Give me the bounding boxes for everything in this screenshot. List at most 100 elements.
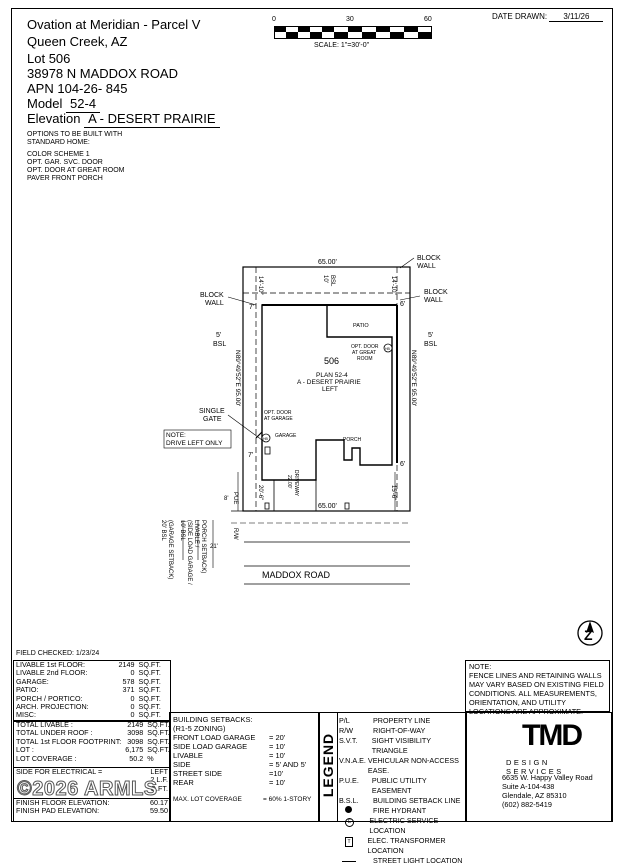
plan-lot: 506 bbox=[324, 356, 339, 366]
block-wall-left-2: WALL bbox=[205, 300, 224, 307]
rear-dim-right: 14'-10" bbox=[390, 276, 396, 295]
hb-label-2: HB bbox=[263, 437, 269, 441]
setback-10-2: (SIDE LOAD GARAGE / bbox=[186, 520, 192, 585]
lot-number: 506 bbox=[48, 51, 71, 66]
note-box-label: NOTE: bbox=[469, 662, 492, 671]
dim-7-top: 7' bbox=[249, 304, 254, 311]
svg-text:Z: Z bbox=[584, 627, 593, 643]
garage-label: GARAGE bbox=[275, 433, 297, 439]
dim-8: 8' bbox=[224, 496, 228, 502]
site-plan: Z 65.00' 65.00' 506 PLAN 52-4 A - DESERT… bbox=[160, 255, 603, 646]
max-coverage: MAX. LOT COVERAGE= 60% 1-STORY bbox=[173, 796, 312, 803]
bsl-right-dim: 5' bbox=[428, 332, 433, 339]
model-value: 52-4 bbox=[66, 96, 101, 113]
block-wall-right-1: BLOCK bbox=[417, 255, 441, 262]
legend-item: STREET LIGHT LOCATION bbox=[339, 856, 465, 866]
bsl-left-label: BSL bbox=[213, 341, 226, 348]
legend-item: FIRE HYDRANT bbox=[339, 806, 465, 816]
driveway-width: 22.00' bbox=[286, 475, 292, 489]
apn-value: 104-26- 845 bbox=[57, 81, 128, 96]
option-item: COLOR SCHEME 1 bbox=[27, 151, 90, 158]
opt-door-garage-2: AT GARAGE bbox=[264, 416, 293, 422]
apn-label: APN bbox=[27, 81, 54, 96]
setbacks-title: BUILDING SETBACKS: bbox=[173, 715, 253, 724]
option-item: PAVER FRONT PORCH bbox=[27, 175, 103, 182]
date-drawn-label: DATE DRAWN: bbox=[492, 12, 548, 21]
rear-bsl-label: BSL bbox=[329, 275, 335, 287]
house-footprint bbox=[261, 304, 393, 481]
company-box: TMD DESIGN SERVICES 6635 W. Happy Valley… bbox=[465, 712, 612, 822]
top-width: 65.00' bbox=[318, 259, 337, 266]
model-label: Model bbox=[27, 96, 63, 111]
block-wall-right2-2: WALL bbox=[424, 297, 443, 304]
date-drawn-value: 3/11/26 bbox=[549, 12, 604, 22]
plan-elevation: A - DESERT PRAIRIE bbox=[297, 379, 361, 386]
rear-dim-left: 14'-10" bbox=[257, 276, 263, 295]
setback-row: REAR= 10' bbox=[173, 778, 286, 787]
block-wall-left-1: BLOCK bbox=[200, 292, 224, 299]
plan-name: PLAN 52-4 bbox=[316, 372, 348, 379]
note-text: DRIVE LEFT ONLY bbox=[166, 440, 223, 447]
company-address: 6635 W. Happy Valley Road Suite A-104-43… bbox=[502, 773, 593, 809]
hb-label: HB bbox=[385, 347, 391, 351]
scale-tick-60: 60 bbox=[424, 16, 432, 23]
setback-10-1: 10' BSL bbox=[179, 520, 185, 541]
block-wall-right-2: WALL bbox=[417, 263, 436, 270]
options-list: COLOR SCHEME 1 OPT. GAR. SVC. DOOR OPT. … bbox=[27, 151, 125, 183]
opt-door-gr-1: OPT. DOOR bbox=[351, 344, 379, 350]
apn-line: APN 104-26- 845 bbox=[27, 81, 127, 97]
single-gate-2: GATE bbox=[203, 416, 222, 423]
company-logo: TMD bbox=[522, 719, 583, 752]
plan-hand: LEFT bbox=[322, 386, 338, 393]
legend-item: V.N.A.E.VEHICULAR NON-ACCESS EASE. bbox=[339, 756, 459, 775]
legend-item: P.U.E.PUBLIC UTILITY EASEMENT bbox=[339, 776, 427, 795]
dim-21: 21' bbox=[210, 544, 218, 550]
rear-bsl-dim: 10' bbox=[322, 275, 328, 283]
opt-door-gr-3: ROOM bbox=[357, 356, 373, 362]
driveway-label: DRIVEWAY bbox=[293, 470, 299, 497]
bottom-width: 65.00' bbox=[318, 503, 337, 510]
dim-7-bottom: 7' bbox=[248, 452, 253, 459]
dim-15-6: 15'-6" bbox=[390, 485, 396, 500]
left-bearing: N89°49'52"E 95.00' bbox=[234, 350, 242, 406]
option-item: OPT. GAR. SVC. DOOR bbox=[27, 159, 103, 166]
dim-6-top: 6' bbox=[400, 301, 405, 308]
address-line-3: Glendale, AZ 85310 bbox=[502, 791, 567, 800]
model-line: Model 52-4 bbox=[27, 96, 101, 113]
legend-title: LEGEND bbox=[320, 732, 336, 798]
street-light-icon bbox=[342, 860, 356, 862]
note-label: NOTE: bbox=[166, 432, 186, 439]
table-row: 2 L.F. bbox=[150, 775, 168, 785]
field-checked: FIELD CHECKED: 1/23/24 bbox=[16, 650, 100, 657]
setbacks-zoning: (R1-5 ZONING) bbox=[173, 724, 226, 733]
right-bearing: N89°49'52"E 95.00' bbox=[410, 350, 418, 406]
lot-line: Lot 506 bbox=[27, 51, 70, 67]
rw-label: R/W bbox=[232, 528, 238, 540]
company-phone: (602) 882-5419 bbox=[502, 800, 552, 809]
dim-6-bottom: 6' bbox=[400, 461, 405, 468]
community-name: Ovation at Meridian - Parcel V bbox=[27, 17, 201, 32]
bsl-left-dim: 5' bbox=[216, 332, 221, 339]
setback-10-4: PORCH SETBACK) bbox=[200, 520, 206, 573]
table-row: FINISH PAD ELEVATION:59.50 bbox=[16, 806, 168, 816]
city: Queen Creek, AZ bbox=[27, 34, 128, 49]
setbacks-box: BUILDING SETBACKS: (R1-5 ZONING) FRONT L… bbox=[169, 712, 320, 822]
address: 38978 N MADDOX ROAD bbox=[27, 66, 178, 81]
elevations-table: FINISH FLOOR ELEVATION:60.17 FINISH PAD … bbox=[13, 798, 171, 822]
setback-row: FRONT LOAD GARAGE= 20' bbox=[173, 733, 286, 742]
setback-20-1: 20' BSL bbox=[160, 520, 166, 541]
